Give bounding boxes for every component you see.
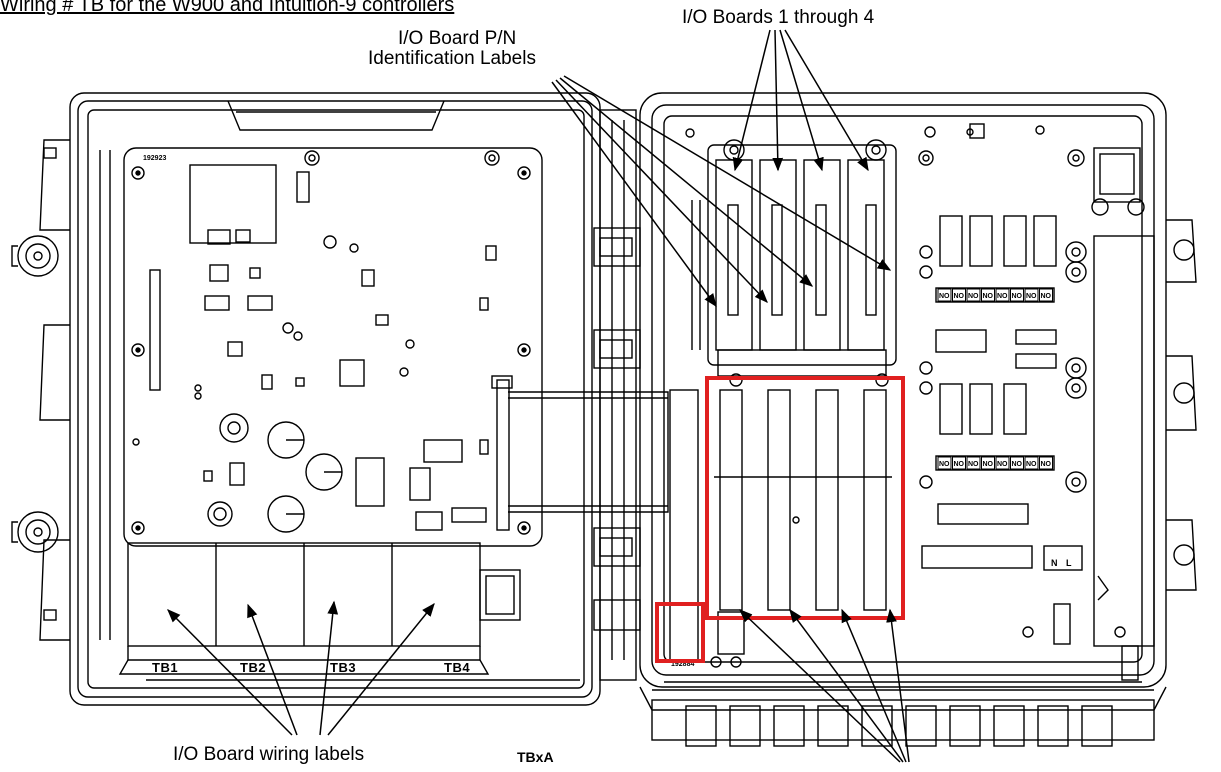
relay-terminal-box	[952, 288, 966, 302]
misc-symbol	[1097, 575, 1109, 601]
relay-terminal-box	[966, 456, 981, 470]
part-number-highlight	[655, 602, 705, 663]
relay-terminal-label: NO	[939, 293, 950, 300]
left-pcb	[123, 147, 543, 547]
tb2-label: TB2	[240, 660, 267, 675]
io-boards-callout: I/O Boards 1 through 4	[682, 7, 875, 28]
relay-terminal-label: NO	[1026, 293, 1037, 300]
relay-terminal-box	[1039, 288, 1053, 302]
highlight-boxes	[655, 376, 905, 663]
relay-terminal-label: NO	[1012, 293, 1023, 300]
tbxa-callout: TBxA	[517, 749, 554, 765]
relay-terminal-label: NO	[997, 293, 1008, 300]
relay-terminal-box	[1024, 288, 1039, 302]
relay-terminal-box	[1024, 456, 1039, 470]
power-terminal-n: N	[1051, 558, 1058, 568]
relay-terminal-label: NO	[997, 461, 1008, 468]
relay-terminal-box	[966, 288, 981, 302]
relay-terminal-label: NO	[968, 461, 979, 468]
relay-terminal-label: NO	[983, 293, 994, 300]
relay-terminal-label: NO	[939, 461, 950, 468]
relay-terminal-box	[1010, 456, 1024, 470]
relay-terminal-label: NO	[1026, 461, 1037, 468]
tb4-label: TB4	[444, 660, 471, 675]
relay-terminal-box	[995, 288, 1010, 302]
relay-terminal-box	[1010, 288, 1024, 302]
relay-terminal-label: NO	[954, 461, 965, 468]
wiring-labels-callout: I/O Board wiring labels	[173, 744, 365, 765]
power-terminal-l: L	[1066, 558, 1072, 568]
right-pcb-part-number: 192884	[671, 661, 694, 668]
hinge	[593, 109, 641, 681]
relay-area	[685, 123, 1155, 681]
relay-terminal-box	[995, 456, 1010, 470]
relay-terminal-box	[981, 456, 995, 470]
relay-terminal-box	[937, 456, 952, 470]
diagram-header: Wiring # TB for the W900 and Intuition-9…	[0, 0, 455, 16]
tb-label-panel	[118, 542, 580, 681]
callout-arrows	[167, 29, 910, 763]
right-enclosure	[639, 92, 1197, 747]
relay-terminal-label: NO	[983, 461, 994, 468]
pn-labels-callout-line1: I/O Board P/N	[398, 28, 517, 49]
ribbon-cable	[508, 391, 669, 513]
relay-terminal-label: NO	[1041, 293, 1052, 300]
left-pcb-part-number: 192923	[143, 155, 166, 162]
relay-terminal-label: NO	[954, 293, 965, 300]
relay-terminal-label: NO	[1041, 461, 1052, 468]
pn-labels-callout-line2: Identification Labels	[368, 48, 536, 69]
io-terminal-highlight	[705, 376, 905, 620]
relay-terminal-label: NO	[1012, 461, 1023, 468]
relay-terminal-box	[981, 288, 995, 302]
relay-terminal-box	[937, 288, 952, 302]
relay-terminal-label: NO	[968, 293, 979, 300]
left-enclosure	[11, 92, 601, 706]
relay-terminal-box	[952, 456, 966, 470]
tb3-label: TB3	[330, 660, 357, 675]
io-board-rack	[691, 139, 897, 377]
tb1-label: TB1	[152, 660, 179, 675]
relay-terminal-box	[1039, 456, 1053, 470]
